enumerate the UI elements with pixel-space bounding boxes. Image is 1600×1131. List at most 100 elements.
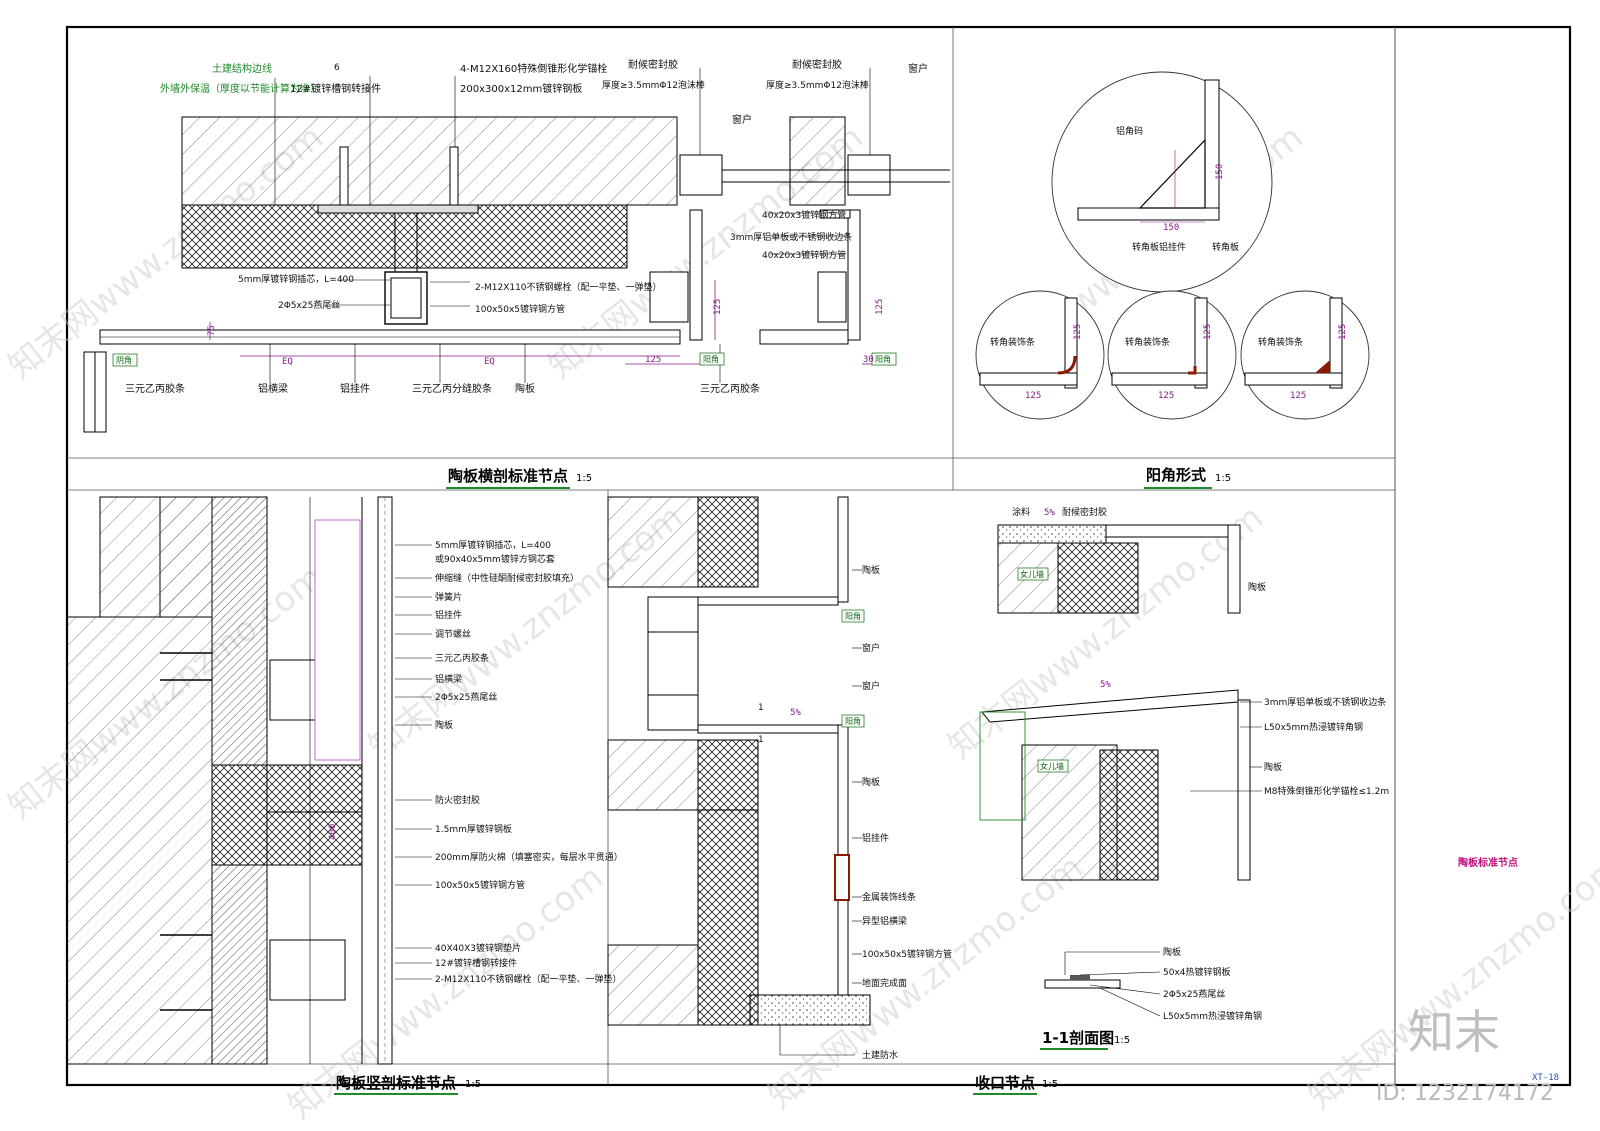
annotation-text: 陶板横剖标准节点 <box>448 467 568 485</box>
drawing-shape <box>269 939 346 1001</box>
label-epdm-strip: 三元乙丙胶条 <box>125 382 185 395</box>
horizontal-section-detail: 土建结构边线 外墙外保温（厚度以节能计算为准） 12#镀锌槽钢转接件 4-M12… <box>83 58 950 433</box>
dim-text: 6 <box>334 63 340 73</box>
label-joint-strip: 三元乙丙分缝胶条 <box>412 382 492 395</box>
label-screw: 2Φ5x25燕尾丝 <box>278 299 340 311</box>
drawing-shape <box>1057 355 1077 375</box>
label-anchor-bolt: M8特殊倒锥形化学锚栓≤1.2m <box>1264 785 1389 797</box>
dim-text: EQ <box>282 357 293 367</box>
label-steel-insert: 5mm厚镀锌钢插芯，L=400 <box>238 273 354 285</box>
dim-text: 75 <box>207 325 217 336</box>
dim-text: 125 <box>1073 324 1083 340</box>
drawing-shape <box>697 724 839 734</box>
dim-text: 125 <box>1290 391 1306 401</box>
dim-text: 125 <box>713 299 723 315</box>
label-ceramic-panel: 陶板 <box>1163 946 1181 958</box>
drawing-shape <box>819 209 851 219</box>
panel-title-closure: 收口节点 1:5 <box>973 1074 1058 1095</box>
label-channel-bracket: 12#镀锌槽钢转接件 <box>290 82 381 95</box>
section-mark: 1 <box>758 735 764 745</box>
drawing-line <box>1089 984 1161 995</box>
label-floor-finish: 地面完成面 <box>862 977 907 989</box>
drawing-shape <box>181 116 678 206</box>
label-sealant: 耐候密封胶 <box>628 58 678 71</box>
drawing-number: XT-18 <box>1532 1073 1559 1083</box>
dim-text: 150 <box>1163 223 1179 233</box>
label-coating: 涂料 <box>1012 506 1030 518</box>
drawing-shape <box>697 739 759 811</box>
label-foam-rod: 厚度≥3.5mmΦ12泡沫棒 <box>602 79 705 91</box>
drawing-shape <box>607 739 699 811</box>
dim-text: 125 <box>875 299 885 315</box>
label-shim: 40X40X3镀锌钢垫片 <box>435 942 521 954</box>
panel-title-outer-corner: 阳角形式 1:5 <box>1144 466 1231 489</box>
annotation-text: 1:5 <box>465 1079 481 1090</box>
drawing-shape <box>697 596 839 606</box>
slope-text: 5% <box>1044 508 1055 518</box>
label-insulation: 外墙外保温（厚度以节能计算为准） <box>160 82 320 95</box>
drawing-line <box>1099 987 1161 1017</box>
drawing-shape <box>847 154 891 196</box>
label-trim: 3mm厚铝单板或不锈钢收边条 <box>730 231 852 243</box>
drawing-shape <box>317 204 479 214</box>
closure-details: 陶板 阳角 窗户 窗户 阳角 陶板 铝挂件 金属装饰线条 异型铝横梁 100x5… <box>607 496 1389 1061</box>
label-al-hanger: 铝挂件 <box>340 382 370 395</box>
label-corner-hanger: 转角板铝挂件 <box>1132 241 1186 253</box>
label-ceramic-panel: 陶板 <box>435 719 453 731</box>
label-corner-trim: 转角装饰条 <box>1125 336 1170 348</box>
drawing-shape <box>1237 699 1251 881</box>
annotation-text: 收口节点 <box>975 1074 1035 1092</box>
label-epdm-strip: 三元乙丙胶条 <box>435 652 489 664</box>
label-steel-sleeve: 或90x40x5mm镀锌方钢芯套 <box>435 553 555 565</box>
dim-text: 125 <box>1025 391 1041 401</box>
label-steel-insert: 5mm厚镀锌钢插芯，L=400 <box>435 539 551 551</box>
tag-outer-corner: 阳角 <box>703 354 719 364</box>
label-fire-sealant: 防火密封胶 <box>435 794 480 806</box>
drawing-shape <box>847 209 861 341</box>
tag-inner-corner: 阴角 <box>116 355 132 365</box>
drawing-shape <box>1057 542 1139 614</box>
drawing-shape <box>1051 71 1273 293</box>
drawing-shape <box>1111 372 1208 386</box>
drawing-shape <box>699 352 725 366</box>
label-foam-rod: 厚度≥3.5mmΦ12泡沫棒 <box>766 79 869 91</box>
label-corner-trim: 转角装饰条 <box>1258 336 1303 348</box>
drawing-shape <box>211 764 268 866</box>
dim-text: 125 <box>1158 391 1174 401</box>
label-small-tube: 40x20x3镀锌钢方管 <box>762 249 846 261</box>
drawing-shape <box>266 764 363 866</box>
label-adjust-screw: 调节螺丝 <box>435 628 471 640</box>
drawing-shape <box>697 809 759 1026</box>
label-bolt: 2-M12X110不锈钢螺栓（配一平垫、一弹垫） <box>435 973 622 985</box>
drawing-shape <box>697 496 759 588</box>
drawing-shape <box>66 616 213 1065</box>
drawing-shape <box>607 496 699 588</box>
label-expansion-joint: 伸缩缝（中性硅酮耐候密封胶填充） <box>435 572 579 584</box>
label-structure-edge: 土建结构边线 <box>212 62 272 75</box>
dim-text: 125 <box>1203 324 1213 340</box>
drawing-shape <box>1329 297 1343 389</box>
drawing-shape <box>841 714 865 728</box>
annotation-text: 1:5 <box>1114 1035 1130 1046</box>
label-steel-plate: 200x300x12mm镀锌钢板 <box>460 82 582 95</box>
outer-frame <box>65 25 1572 1087</box>
drawing-shape <box>647 596 699 633</box>
drawing-shape <box>837 496 849 603</box>
drawing-shape <box>112 353 138 367</box>
drawing-shape <box>841 609 865 623</box>
drawing-shape <box>384 271 428 325</box>
label-ceramic-panel: 陶板 <box>862 776 880 788</box>
drawing-shape <box>339 146 349 206</box>
label-channel-bracket: 12#镀锌槽钢转接件 <box>435 957 517 969</box>
panel-title-vertical: 陶板竖剖标准节点 1:5 <box>334 1074 481 1095</box>
label-al-angle: 铝角码 <box>1116 125 1143 137</box>
label-steel-tube: 100x50x5镀锌钢方管 <box>862 948 952 960</box>
drawing-shape <box>979 711 1026 821</box>
drawing-shape <box>979 372 1078 386</box>
drawing-shape <box>390 277 422 319</box>
label-metal-trim: 金属装饰线条 <box>862 891 916 903</box>
dim-text: 400 <box>328 824 338 840</box>
drawing-shape <box>449 146 459 206</box>
label-screw: 2Φ5x25燕尾丝 <box>435 691 497 703</box>
drawing-shape <box>649 271 689 323</box>
